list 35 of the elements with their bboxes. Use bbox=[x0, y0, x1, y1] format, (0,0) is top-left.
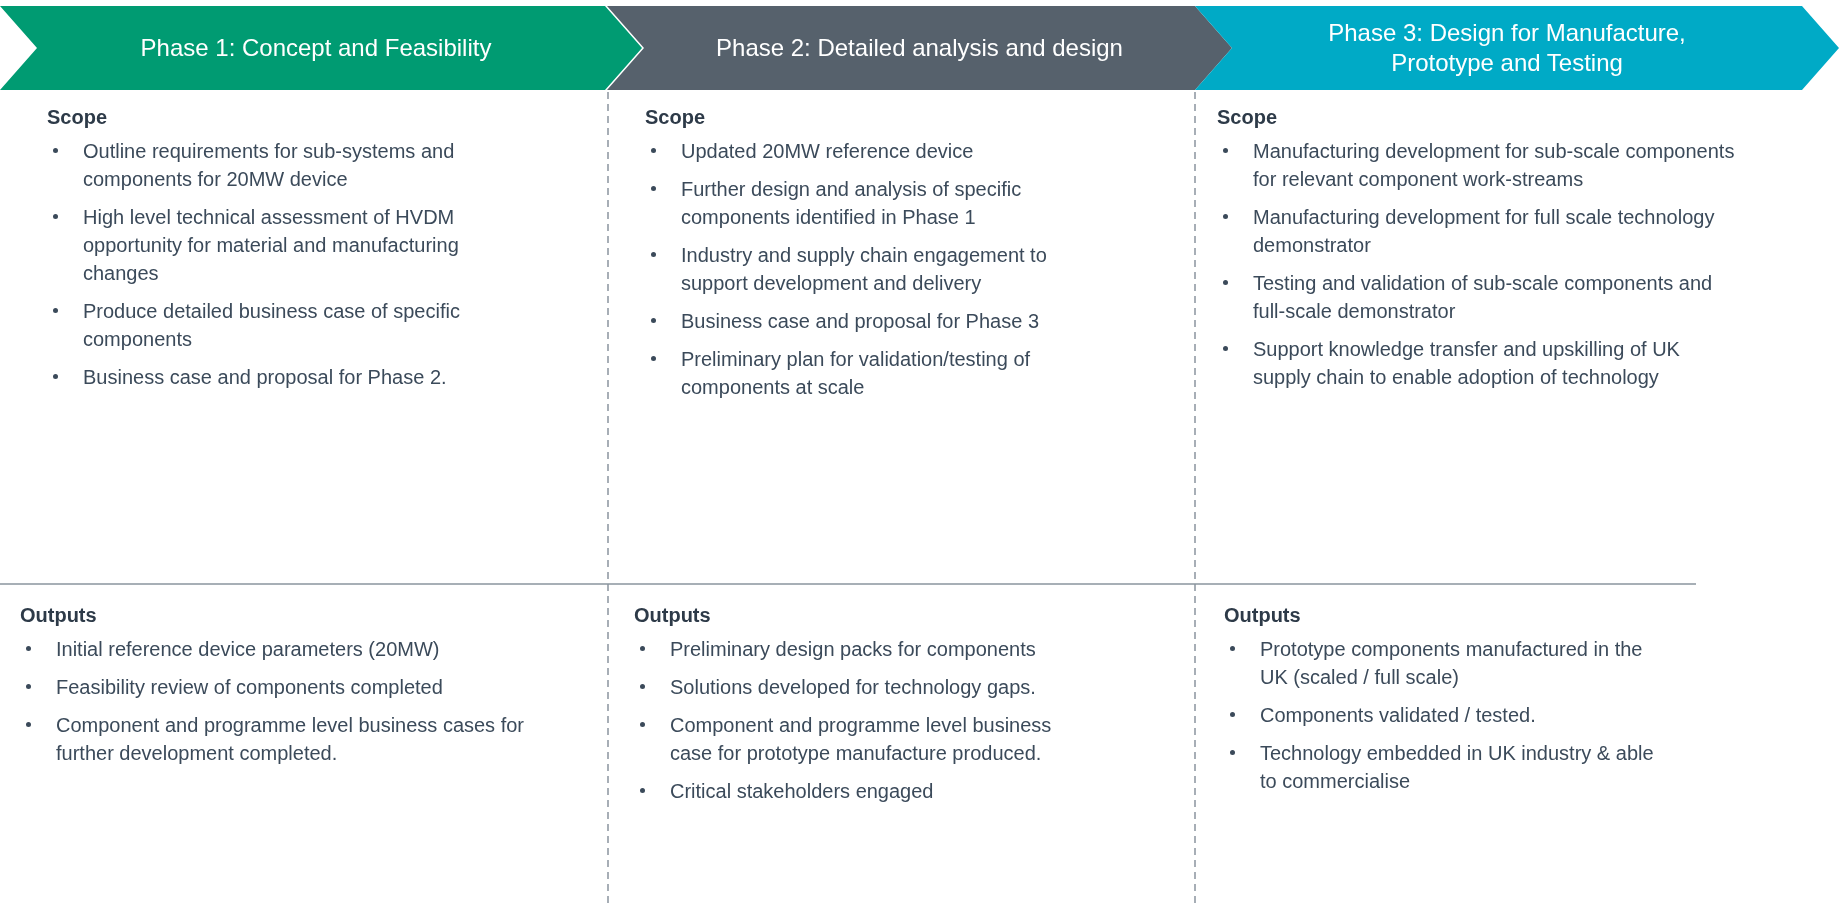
bullet-item: Further design and analysis of specific components identified in Phase 1 bbox=[645, 175, 1085, 231]
phase-title: Phase 3: Design for Manufacture, Prototype and Testing bbox=[1327, 18, 1687, 78]
bullet-item: Manufacturing development for sub-scale components for relevant component work-streams bbox=[1217, 137, 1737, 193]
section-heading: Scope bbox=[645, 106, 706, 129]
bullet-item: Component and programme level business cases for further development completed. bbox=[20, 711, 580, 767]
section-heading: Scope bbox=[1217, 106, 1278, 129]
section-heading: Scope bbox=[47, 106, 108, 129]
bullet-item: Testing and validation of sub-scale components and full-scale demonstrator bbox=[1217, 269, 1737, 325]
bullet-item: Outline requirements for sub-systems and components for 20MW device bbox=[47, 137, 507, 193]
phase-banner bbox=[607, 6, 1232, 90]
phase-banner bbox=[1195, 6, 1839, 90]
bullet-item: Component and programme level business case for prototype manufacture produced. bbox=[634, 711, 1054, 767]
bullet-item: Feasibility review of components completed bbox=[20, 673, 580, 701]
bullet-item: Business case and proposal for Phase 3 bbox=[645, 307, 1085, 335]
bullet-item: Updated 20MW reference device bbox=[645, 137, 1085, 165]
bullet-item: Technology embedded in UK industry & able to commercialise bbox=[1224, 739, 1664, 795]
bullet-item: Industry and supply chain engagement to support development and delivery bbox=[645, 241, 1085, 297]
phase-banner bbox=[0, 6, 642, 90]
section-heading: Outputs bbox=[634, 604, 711, 627]
bullet-item: Prototype components manufactured in the UK (scaled / full scale) bbox=[1224, 635, 1664, 691]
phase-title: Phase 1: Concept and Feasibility bbox=[140, 33, 492, 63]
bullet-item: High level technical assessment of HVDM opportunity for material and manufacturing changes bbox=[47, 203, 507, 287]
bullet-item: Support knowledge transfer and upskilling of UK supply chain to enable adoption of technology bbox=[1217, 335, 1737, 391]
section-heading: Outputs bbox=[1224, 604, 1301, 627]
phase-title: Phase 2: Detailed analysis and design bbox=[716, 33, 1123, 63]
bullet-item: Initial reference device parameters (20MW) bbox=[20, 635, 580, 663]
bullet-item: Business case and proposal for Phase 2. bbox=[47, 363, 507, 391]
bullet-item: Preliminary design packs for components bbox=[634, 635, 1054, 663]
bullet-item: Critical stakeholders engaged bbox=[634, 777, 1054, 805]
bullet-item: Produce detailed business case of specific components bbox=[47, 297, 507, 353]
bullet-item: Manufacturing development for full scale technology demonstrator bbox=[1217, 203, 1737, 259]
section-heading: Outputs bbox=[20, 604, 97, 627]
bullet-item: Components validated / tested. bbox=[1224, 701, 1664, 729]
bullet-item: Preliminary plan for validation/testing of components at scale bbox=[645, 345, 1085, 401]
bullet-item: Solutions developed for technology gaps. bbox=[634, 673, 1054, 701]
